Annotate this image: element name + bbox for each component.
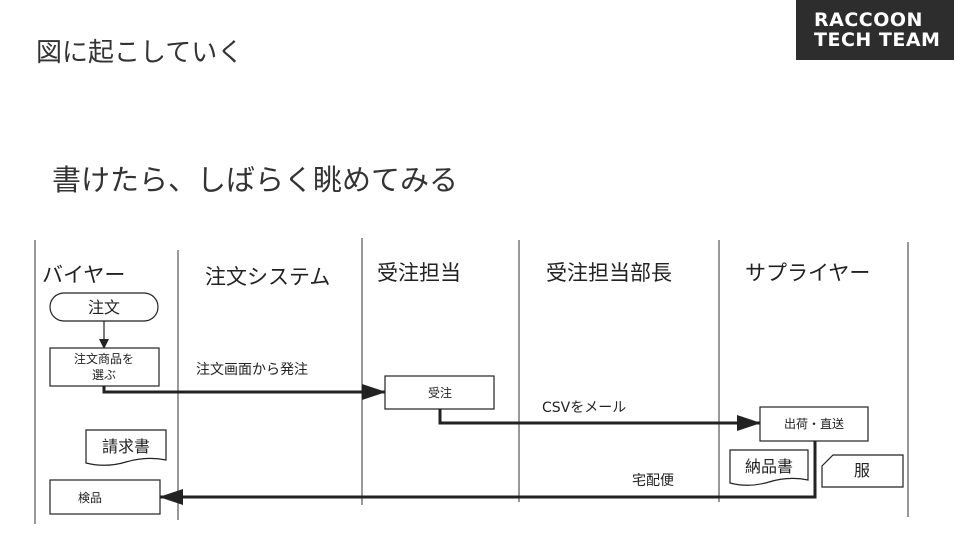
invoice-document [85, 429, 167, 466]
brand-logo: RACCOON TECH TEAM [796, 0, 954, 60]
delivery-note-label: 納品書 [745, 457, 793, 476]
brand-line-2: TECH TEAM [814, 29, 941, 51]
edge-label-courier: 宅配便 [632, 473, 674, 489]
arrow-order-screen [102, 384, 386, 400]
ship-direct-label: 出荷・直送 [784, 416, 844, 431]
ship-direct-process [759, 406, 869, 442]
clothes-card [821, 454, 904, 488]
lane-header-buyer: バイヤー [42, 263, 125, 287]
select-product-label-line2: 選ぶ [92, 368, 116, 382]
lane-dividers [34, 238, 909, 524]
arrow-csv-mail [438, 409, 761, 431]
edge-label-csv-mail: CSVをメール [542, 400, 626, 416]
clothes-label: 服 [854, 461, 870, 480]
brand-line-1: RACCOON [814, 9, 923, 31]
lane-header-order-system: 注文システム [205, 265, 330, 289]
select-product-process [49, 347, 160, 387]
inspection-process [49, 479, 161, 515]
inspection-label: 検品 [78, 491, 102, 505]
lane-header-order-staff: 受注担当 [377, 261, 461, 285]
subtitle: 書けたら、しばらく眺めてみる [52, 163, 459, 197]
lane-header-order-manager: 受注担当部長 [546, 261, 672, 285]
invoice-document-label: 請求書 [102, 437, 150, 456]
order-start-label: 注文 [88, 298, 120, 317]
page-title: 図に起こしていく [36, 38, 244, 68]
delivery-note-document [729, 449, 809, 486]
arrow-courier [159, 441, 817, 505]
receive-order-process [384, 375, 495, 410]
select-product-label-line1: 注文商品を [74, 351, 134, 366]
edge-label-order-screen: 注文画面から発注 [196, 362, 308, 378]
lane-header-supplier: サプライヤー [745, 261, 870, 285]
receive-order-label: 受注 [428, 385, 452, 400]
